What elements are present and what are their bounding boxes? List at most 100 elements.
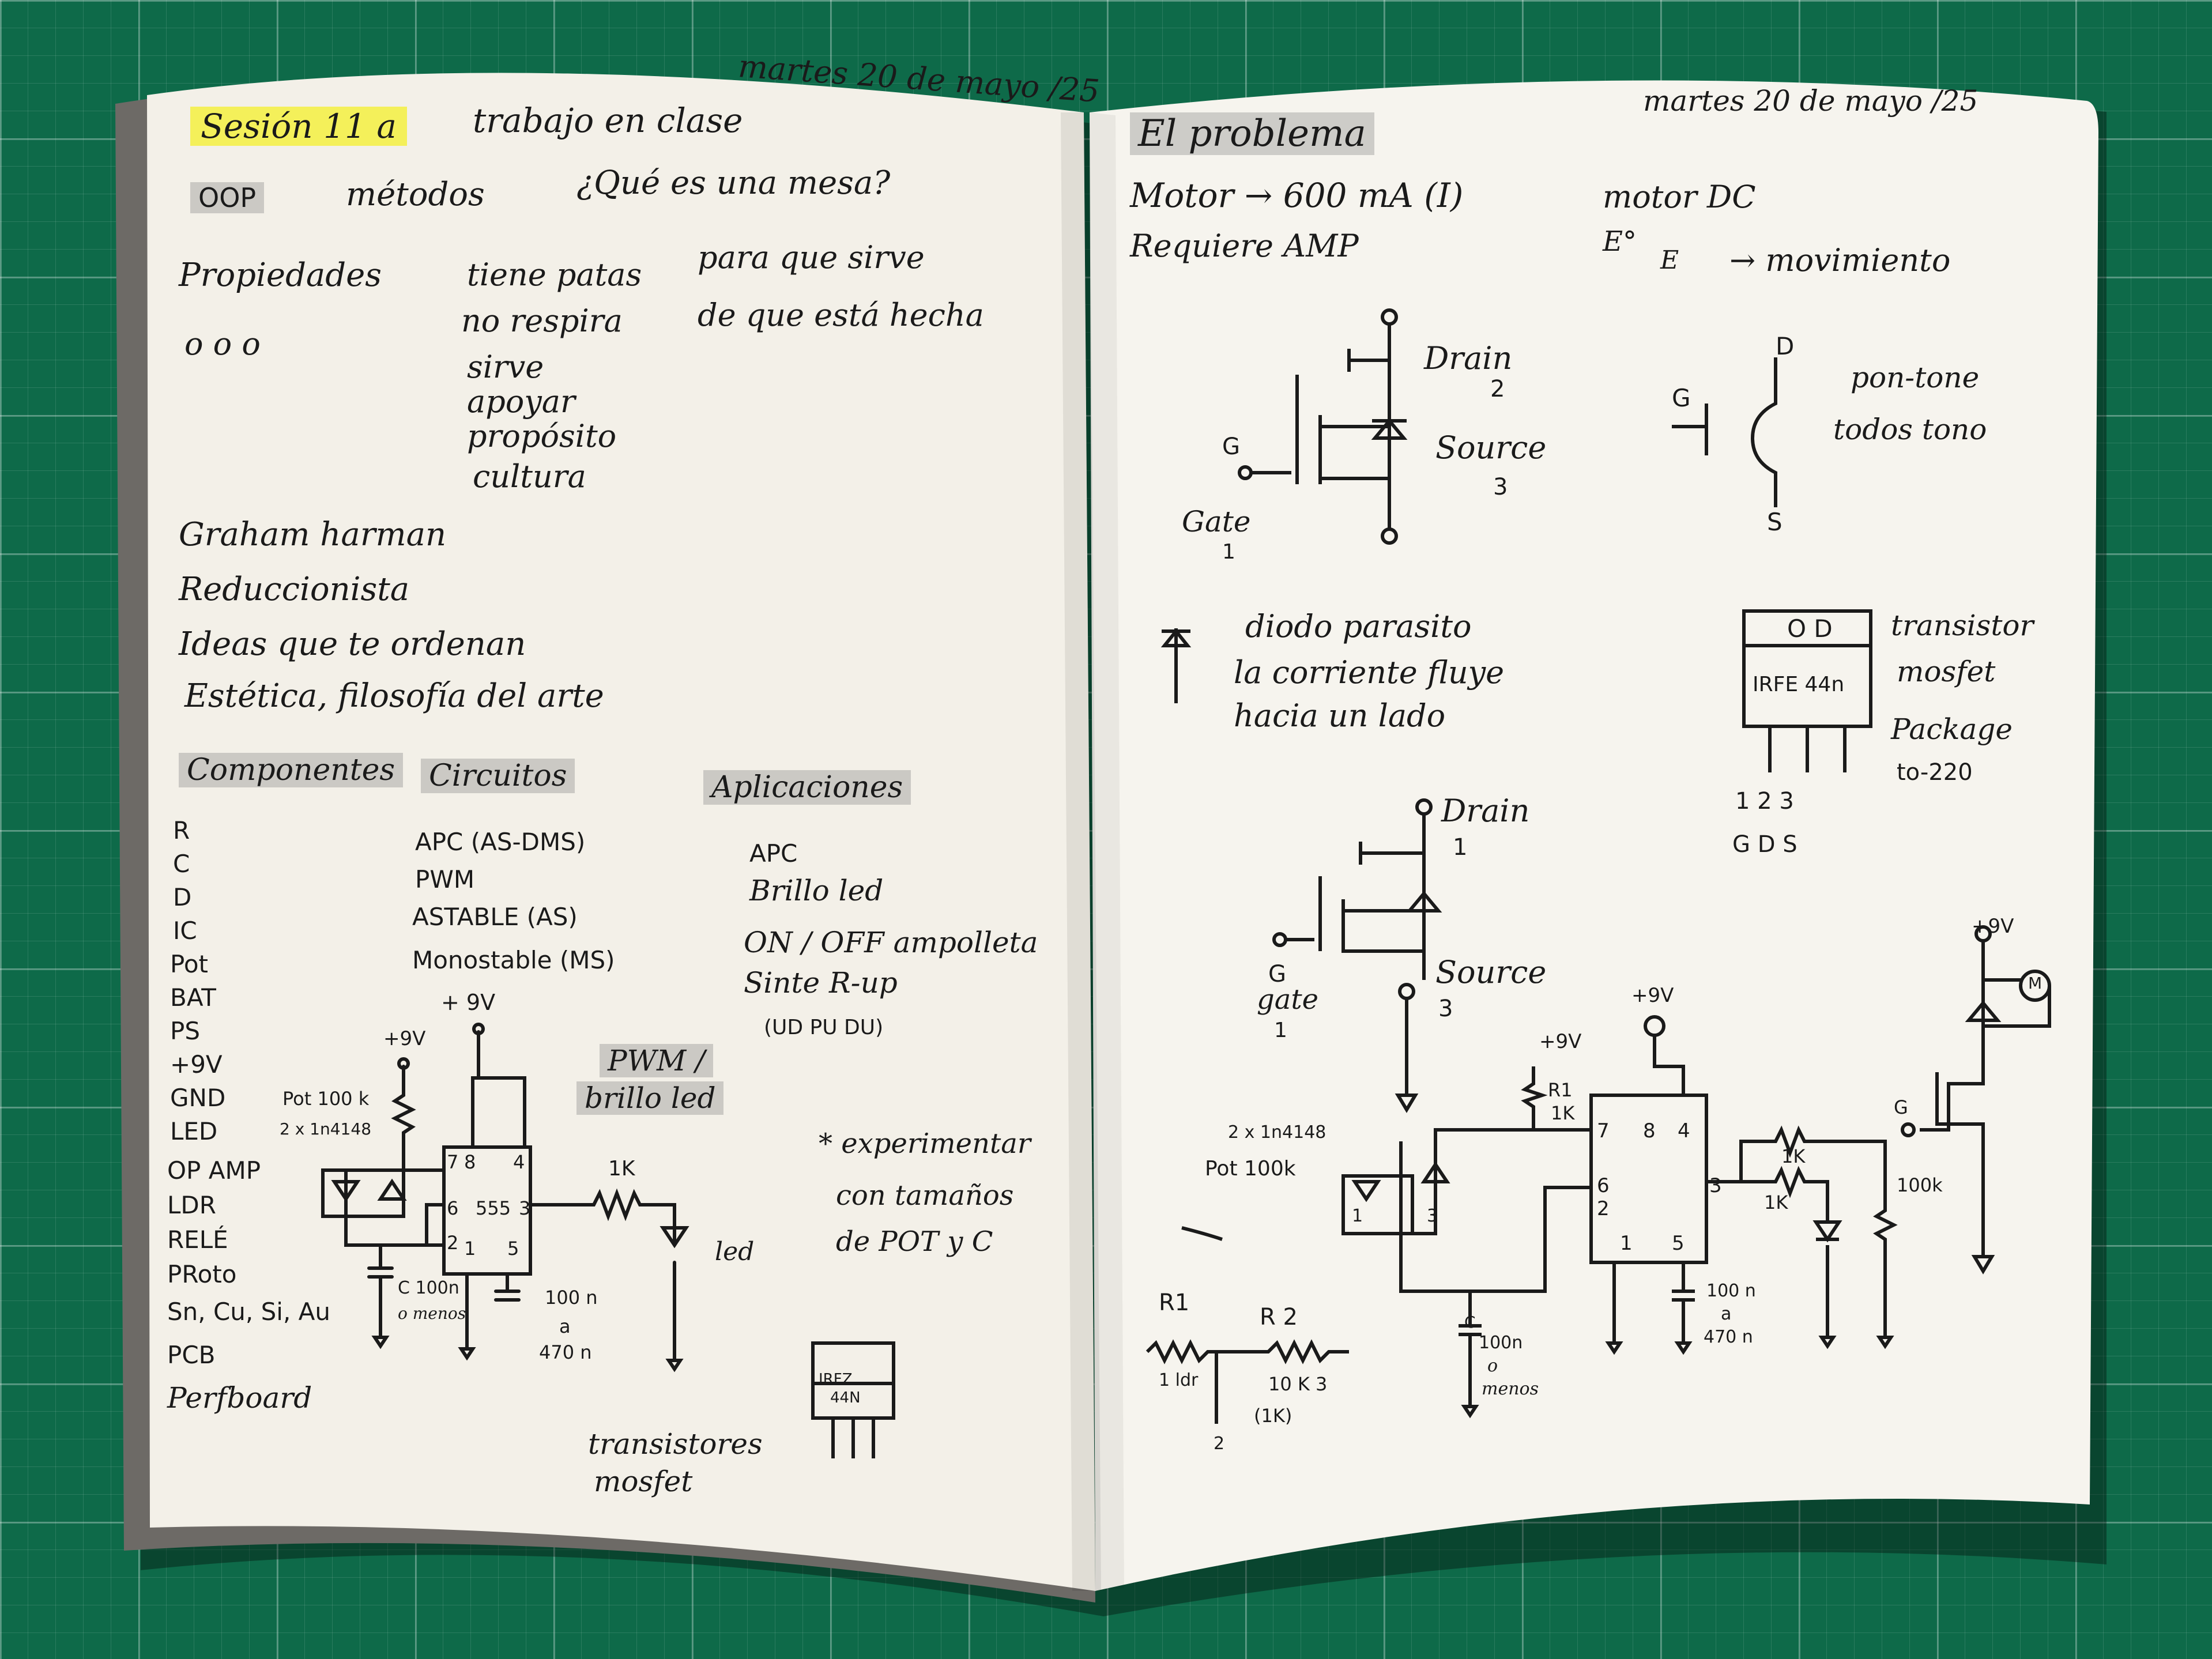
mosfet-symbol-1 xyxy=(1238,308,1408,545)
circuit-pin: 1 xyxy=(1352,1206,1363,1226)
schematic-label: + 9V xyxy=(441,990,496,1015)
component-item: C xyxy=(173,850,190,878)
circuit-item: Monostable (MS) xyxy=(412,946,615,974)
chip-pin: 8 xyxy=(464,1151,476,1173)
experiment-note: con tamaños xyxy=(836,1179,1014,1212)
left-page xyxy=(147,73,1095,1592)
circuit-label: 1K xyxy=(1764,1192,1788,1213)
irfz-label: IRFZ xyxy=(819,1371,853,1388)
oop-label: OOP xyxy=(190,182,265,213)
divider-label: 10 K 3 xyxy=(1268,1373,1328,1395)
gate2-num: 1 xyxy=(1274,1019,1287,1042)
package-top: O D xyxy=(1787,614,1833,643)
app-item: (UD PU DU) xyxy=(764,1016,884,1039)
schematic-label: a xyxy=(559,1315,571,1337)
symbol-g: G xyxy=(1672,384,1691,412)
movement-label: → movimiento xyxy=(1729,242,1951,278)
circuit-label: 470 n xyxy=(1704,1327,1753,1347)
motor-m: M xyxy=(2028,974,2043,993)
app-item: Brillo led xyxy=(749,874,884,907)
chip-pin: 2 xyxy=(447,1232,459,1254)
package-label: transistor xyxy=(1891,609,2034,642)
package-label: mosfet xyxy=(1897,655,1996,688)
circuit-pin: 3 xyxy=(1427,1206,1438,1226)
energy-e: E xyxy=(1660,246,1679,275)
transistor-label: transistores xyxy=(588,1427,763,1461)
component-item: LED xyxy=(170,1117,218,1145)
motor-circuit xyxy=(1341,925,2051,1419)
symbol-note: pon-tone xyxy=(1851,361,1980,394)
chip-pin: 4 xyxy=(513,1151,525,1173)
divider-label: R 2 xyxy=(1260,1304,1298,1330)
schematic-label: C 100n xyxy=(398,1278,459,1298)
source-num: 3 xyxy=(1493,474,1508,500)
circuit-label: G xyxy=(1894,1096,1908,1118)
transistor-label: mosfet xyxy=(594,1465,693,1498)
components-header: Componentes xyxy=(179,753,404,787)
app-item: ON / OFF ampolleta xyxy=(744,926,1038,959)
irfz-label: 44N xyxy=(830,1389,861,1407)
circuit-label: 1K xyxy=(1551,1102,1575,1124)
diode-note: la corriente fluye xyxy=(1234,654,1505,691)
circuit-label: menos xyxy=(1482,1379,1539,1399)
component-item: OP AMP xyxy=(167,1156,261,1185)
voltage-divider xyxy=(1145,1226,1349,1424)
circuit-label: 100n xyxy=(1479,1333,1523,1353)
component-item: IC xyxy=(173,917,197,945)
class-title: trabajo en clase xyxy=(473,101,743,140)
circuit-label: 100k xyxy=(1897,1174,1943,1196)
circuit-pin: 3 xyxy=(1709,1174,1722,1197)
component-item: Pot xyxy=(170,950,208,978)
schematic-label: +9V xyxy=(383,1027,426,1050)
circuit-label: 2 x 1n4148 xyxy=(1228,1122,1327,1143)
circuit-pin: 5 xyxy=(1672,1232,1685,1255)
gate-label: Gate xyxy=(1182,505,1251,538)
thought-item: Estética, filosofía del arte xyxy=(184,677,604,715)
circuit-label: a xyxy=(1721,1304,1732,1324)
g-label: G xyxy=(1222,433,1240,460)
circles-label: o o o xyxy=(184,326,261,362)
diode-note: diodo parasito xyxy=(1245,608,1472,644)
gate-num: 1 xyxy=(1222,540,1235,564)
component-item: RELÉ xyxy=(167,1226,228,1254)
schematic-label: o menos xyxy=(398,1304,466,1323)
property-item: tiene patas xyxy=(467,257,642,293)
schematic-label: led xyxy=(715,1237,755,1266)
right-page xyxy=(1090,80,2098,1592)
circuit-pin: 1 xyxy=(1620,1232,1633,1255)
divider-label: R1 xyxy=(1159,1290,1190,1316)
diode-note: hacia un lado xyxy=(1234,697,1446,734)
requires-amp: Requiere AMP xyxy=(1130,228,1359,264)
component-item: +9V xyxy=(170,1050,223,1079)
circuit-label: Pot 100k xyxy=(1205,1157,1296,1181)
source-label: Source xyxy=(1435,429,1547,466)
schematic-label: 1K xyxy=(608,1157,635,1181)
circuit-label: 1K xyxy=(1781,1145,1806,1167)
symbol-note: todos tono xyxy=(1833,413,1987,446)
circuit-label: R1 xyxy=(1548,1079,1573,1101)
metodos-label: métodos xyxy=(346,176,485,213)
circuit-label: +9V xyxy=(1972,915,2014,938)
to220-package xyxy=(1742,609,1872,772)
package-label: to-220 xyxy=(1897,759,1973,786)
motor-line: Motor → 600 mA (I) xyxy=(1130,176,1464,215)
component-item: R xyxy=(173,816,190,844)
experiment-note: * experimentar xyxy=(819,1128,1031,1160)
pwm-subtitle: brillo led xyxy=(576,1081,724,1115)
app-item: Sinte R-up xyxy=(744,966,898,1000)
source2-label: Source xyxy=(1435,954,1547,990)
circuit-label: C xyxy=(1464,1313,1476,1332)
component-item: PRoto xyxy=(167,1260,237,1288)
circuit-item: APC (AS-DMS) xyxy=(415,828,586,856)
property-item: no respira xyxy=(461,303,623,339)
circuit-label: +9V xyxy=(1539,1030,1582,1053)
drain2-label: Drain xyxy=(1441,793,1530,829)
schematic-label: Pot 100 k xyxy=(282,1088,370,1110)
pwm-schematic xyxy=(321,1023,689,1373)
chip-pin: 3 xyxy=(519,1197,531,1219)
component-item: LDR xyxy=(167,1191,216,1219)
drain-num: 2 xyxy=(1490,376,1505,402)
circuit-pin: 6 xyxy=(1597,1174,1610,1197)
circuit-item: ASTABLE (AS) xyxy=(412,903,578,931)
mosfet-symbol-3 xyxy=(1272,798,1442,1113)
